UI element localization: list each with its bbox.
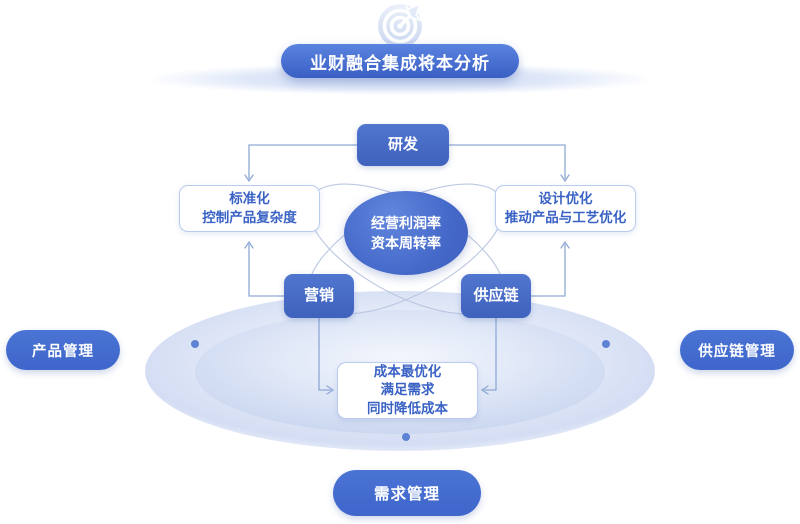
node-design-optimization-line-1: 设计优化 — [538, 191, 593, 207]
node-cost-optimization[interactable]: 成本最优化 满足需求 同时降低成本 — [337, 362, 478, 419]
node-cost-optimization-line-3: 同时降低成本 — [367, 400, 448, 416]
node-research-development[interactable]: 研发 — [357, 124, 449, 166]
label-supply-chain-management[interactable]: 供应链管理 — [680, 330, 794, 370]
arrow-down-design — [560, 174, 570, 183]
node-marketing-line-1: 营销 — [303, 286, 334, 304]
label-supply-chain-management-text: 供应链管理 — [698, 343, 776, 360]
node-supply-chain-line-1: 供应链 — [473, 286, 519, 304]
diagram-title-pill: 业财融合集成将本分析 — [281, 44, 519, 78]
connector-rd-to-std — [248, 144, 357, 179]
stage-dot-left — [191, 340, 199, 348]
arrow-left-cost — [480, 385, 489, 395]
arrow-up-std — [244, 240, 254, 249]
node-cost-optimization-line-2: 满足需求 — [380, 382, 435, 398]
node-supply-chain[interactable]: 供应链 — [461, 274, 531, 318]
label-product-management-text: 产品管理 — [32, 343, 94, 360]
node-standardization[interactable]: 标准化 控制产品复杂度 — [179, 185, 320, 232]
node-research-development-line-1: 研发 — [387, 135, 418, 153]
node-marketing[interactable]: 营销 — [284, 274, 354, 318]
node-standardization-line-1: 标准化 — [229, 191, 270, 207]
diagram-title-text: 业财融合集成将本分析 — [310, 53, 490, 73]
node-standardization-line-2: 控制产品复杂度 — [202, 209, 297, 225]
connector-mkt-to-std — [248, 244, 284, 297]
connector-mkt-to-cost — [318, 318, 331, 391]
node-design-optimization[interactable]: 设计优化 推动产品与工艺优化 — [495, 185, 636, 232]
arrow-down-std — [244, 174, 254, 183]
node-design-optimization-line-2: 推动产品与工艺优化 — [504, 209, 627, 225]
connector-scm-to-design — [531, 244, 566, 297]
center-metric-line-2: 资本周转率 — [371, 235, 441, 251]
stage-dot-right — [602, 340, 610, 348]
center-metric-line-1: 经营利润率 — [371, 214, 441, 231]
center-profitability-metrics[interactable]: 经营利润率 资本周转率 — [344, 191, 468, 275]
label-demand-management-text: 需求管理 — [373, 486, 440, 503]
arrow-right-cost — [326, 385, 335, 395]
node-cost-optimization-line-1: 成本最优化 — [373, 364, 442, 380]
stage-dot-bottom — [402, 433, 410, 441]
connector-rd-to-design — [449, 144, 566, 179]
connector-scm-to-cost — [484, 318, 497, 391]
label-demand-management[interactable]: 需求管理 — [333, 470, 481, 516]
label-product-management[interactable]: 产品管理 — [6, 330, 120, 370]
target-arrow-icon — [378, 3, 423, 48]
arrow-up-design — [560, 240, 570, 249]
